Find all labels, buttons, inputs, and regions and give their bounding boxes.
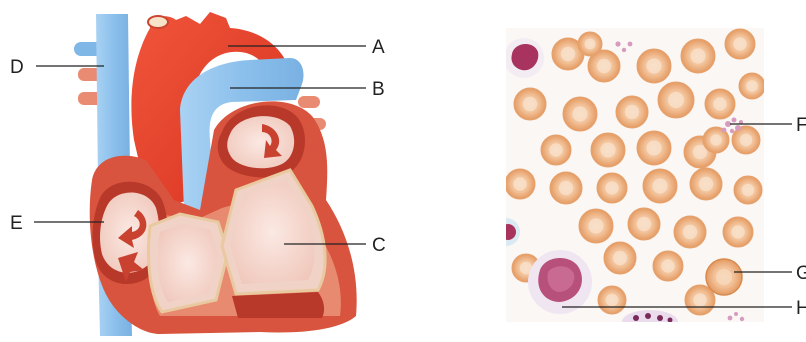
red-blood-cell: [653, 251, 683, 281]
white-blood-cell-edge-2: [500, 224, 516, 240]
label-c: C: [372, 235, 386, 256]
red-blood-cell: [604, 242, 636, 274]
red-blood-cell: [541, 135, 571, 165]
red-blood-cell: [514, 88, 546, 120]
heart-illustration: [74, 12, 357, 336]
label-a: A: [372, 37, 385, 58]
white-blood-cell-bottom: [622, 310, 678, 334]
red-blood-cell: [739, 73, 765, 99]
blood-smear: [492, 28, 765, 334]
septum: [232, 292, 324, 318]
label-g: G: [796, 263, 806, 284]
label-e: E: [10, 213, 23, 234]
pulmonary-vein-right: [298, 96, 320, 108]
red-blood-cell: [705, 89, 735, 119]
red-blood-cell: [674, 216, 706, 248]
label-b: B: [372, 79, 385, 100]
red-blood-cell: [628, 208, 660, 240]
red-blood-cell-g: [706, 259, 742, 295]
aorta-opening: [148, 16, 168, 28]
label-f: F: [796, 115, 806, 136]
red-blood-cell: [563, 97, 597, 131]
white-blood-cell: [528, 250, 592, 314]
red-blood-cell: [643, 169, 677, 203]
red-blood-cell: [578, 32, 602, 56]
red-blood-cell: [597, 173, 627, 203]
red-blood-cell: [690, 168, 722, 200]
label-h: H: [796, 298, 806, 319]
white-blood-cell-top: [504, 38, 544, 78]
red-blood-cell: [550, 172, 582, 204]
red-blood-cell: [725, 29, 755, 59]
red-blood-cell: [591, 133, 625, 167]
red-blood-cell: [579, 209, 613, 243]
red-blood-cell: [734, 176, 762, 204]
red-blood-cell: [598, 286, 626, 314]
red-blood-cell: [681, 39, 715, 73]
red-blood-cell: [723, 217, 753, 247]
red-blood-cell: [637, 131, 671, 165]
red-blood-cell: [616, 96, 648, 128]
red-blood-cell: [658, 82, 694, 118]
red-blood-cell: [637, 49, 671, 83]
red-blood-cell: [505, 169, 535, 199]
label-d: D: [10, 57, 24, 78]
